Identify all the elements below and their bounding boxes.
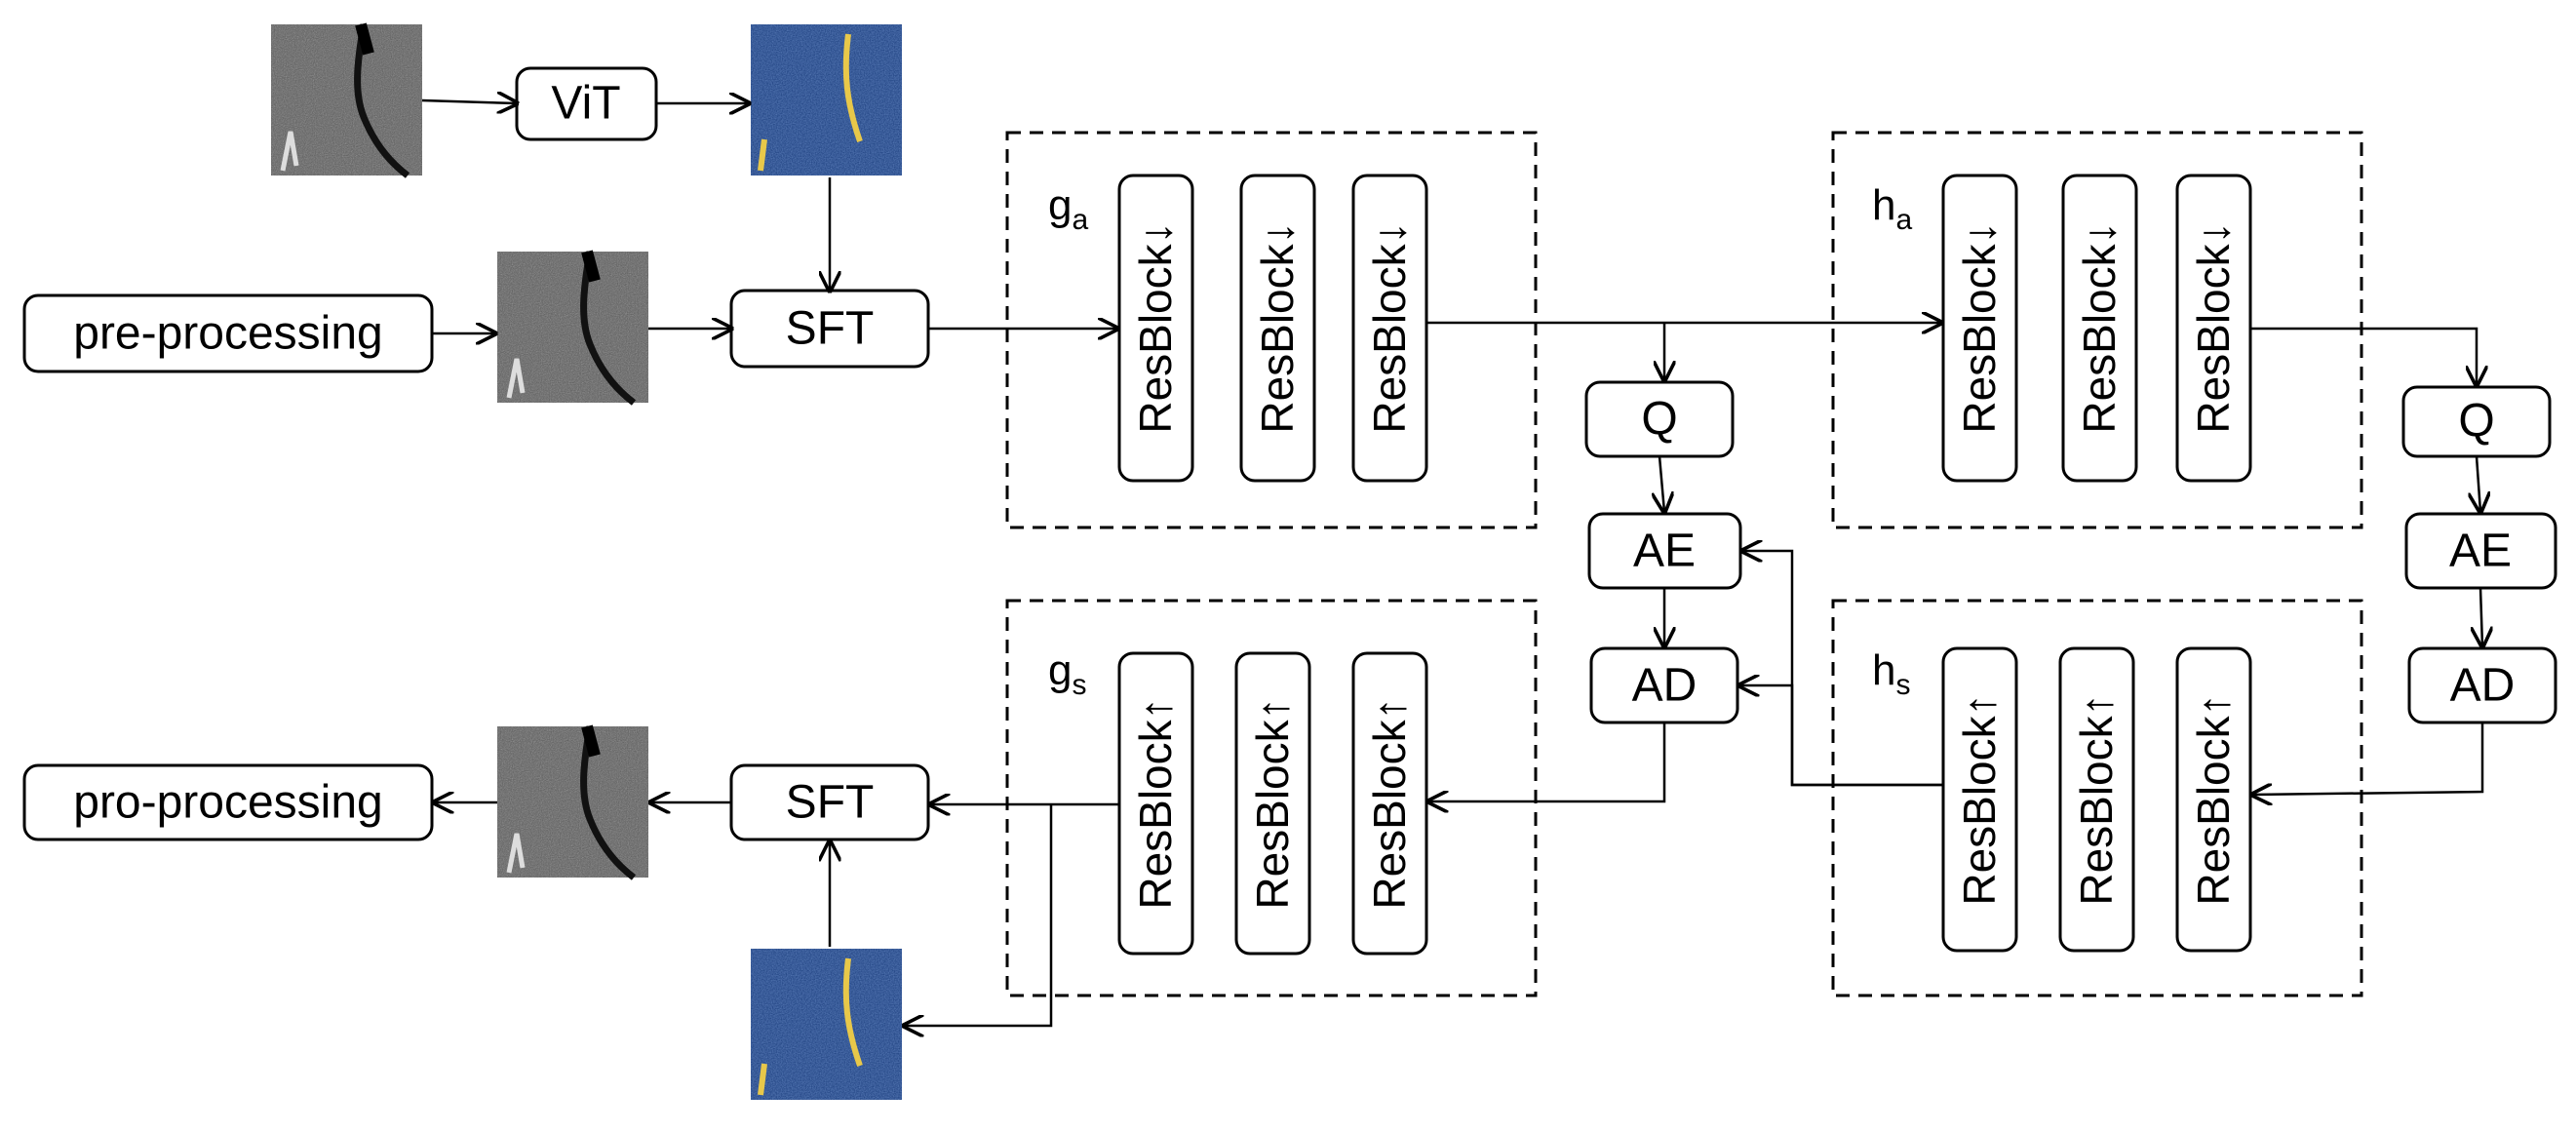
hs-resblock-3: ResBlock↑ <box>2175 646 2252 953</box>
vit-node: ViT <box>515 66 658 141</box>
svg-text:gs: gs <box>1048 646 1086 701</box>
ae-left-node: AE <box>1587 512 1742 590</box>
group-hs: hs <box>1831 599 2363 997</box>
ga-resblock-1: ResBlock↓ <box>1117 174 1194 483</box>
edges <box>421 100 2482 1026</box>
group-ha-label: h <box>1872 181 1895 229</box>
svg-text:AD: AD <box>1632 660 1698 712</box>
ae-right-node: AE <box>2404 512 2557 590</box>
svg-text:ga: ga <box>1048 181 1088 236</box>
group-gs-label: g <box>1048 646 1072 694</box>
gs-resblock-3: ResBlock↑ <box>1351 651 1428 956</box>
group-hs-label: h <box>1872 646 1895 694</box>
ha-resblock-3: ResBlock↓ <box>2175 174 2252 483</box>
group-gs: gs <box>1005 599 1538 997</box>
svg-text:AE: AE <box>2449 526 2512 577</box>
attention-map-top <box>751 24 902 176</box>
ga-resblock-3: ResBlock↓ <box>1351 174 1428 483</box>
svg-text:ha: ha <box>1872 181 1912 236</box>
svg-text:ResBlock↓: ResBlock↓ <box>2074 221 2125 433</box>
svg-text:Q: Q <box>2458 396 2494 448</box>
svg-text:ResBlock↑: ResBlock↑ <box>1954 693 2005 905</box>
ga-resblock-2: ResBlock↓ <box>1239 174 1316 483</box>
svg-text:ResBlock↑: ResBlock↑ <box>2071 693 2122 905</box>
preprocessed-image <box>497 252 648 403</box>
group-ha: ha <box>1831 131 2363 529</box>
sft-bottom-node: SFT <box>729 763 930 841</box>
svg-text:ResBlock↑: ResBlock↑ <box>1247 697 1298 909</box>
pro-processing-node: pro-processing <box>22 763 434 841</box>
svg-text:hs: hs <box>1872 646 1910 701</box>
output-image <box>497 726 648 878</box>
attention-map-bottom <box>751 949 902 1100</box>
q-left-node: Q <box>1584 380 1735 458</box>
svg-text:ResBlock↑: ResBlock↑ <box>1364 697 1415 909</box>
svg-text:AD: AD <box>2450 660 2516 712</box>
svg-text:pro-processing: pro-processing <box>73 777 382 829</box>
ad-left-node: AD <box>1589 646 1739 724</box>
svg-text:ViT: ViT <box>551 78 620 130</box>
ad-right-node: AD <box>2407 646 2557 724</box>
svg-text:Q: Q <box>1641 394 1677 446</box>
svg-text:ResBlock↑: ResBlock↑ <box>1130 697 1181 909</box>
svg-text:ResBlock↓: ResBlock↓ <box>1954 221 2005 433</box>
svg-text:ResBlock↓: ResBlock↓ <box>1364 221 1415 433</box>
hs-resblock-2: ResBlock↑ <box>2058 646 2135 953</box>
svg-text:ResBlock↑: ResBlock↑ <box>2188 693 2239 905</box>
svg-text:ResBlock↓: ResBlock↓ <box>2188 221 2239 433</box>
pre-processing-node: pre-processing <box>22 293 434 373</box>
hs-resblock-1: ResBlock↑ <box>1941 646 2018 953</box>
q-right-node: Q <box>2401 385 2552 458</box>
group-ga-label: g <box>1048 181 1072 229</box>
ha-resblock-1: ResBlock↓ <box>1941 174 2018 483</box>
svg-text:SFT: SFT <box>786 303 875 355</box>
svg-text:SFT: SFT <box>786 777 875 829</box>
sft-top-node: SFT <box>729 289 930 369</box>
gs-resblock-1: ResBlock↑ <box>1117 651 1194 956</box>
svg-text:AE: AE <box>1633 526 1696 577</box>
group-ga: ga <box>1005 131 1538 529</box>
svg-text:ResBlock↓: ResBlock↓ <box>1130 221 1181 433</box>
ha-resblock-2: ResBlock↓ <box>2061 174 2138 483</box>
svg-text:pre-processing: pre-processing <box>73 308 382 360</box>
svg-text:ResBlock↓: ResBlock↓ <box>1252 221 1303 433</box>
gs-resblock-2: ResBlock↑ <box>1234 651 1311 956</box>
input-image <box>271 24 422 176</box>
